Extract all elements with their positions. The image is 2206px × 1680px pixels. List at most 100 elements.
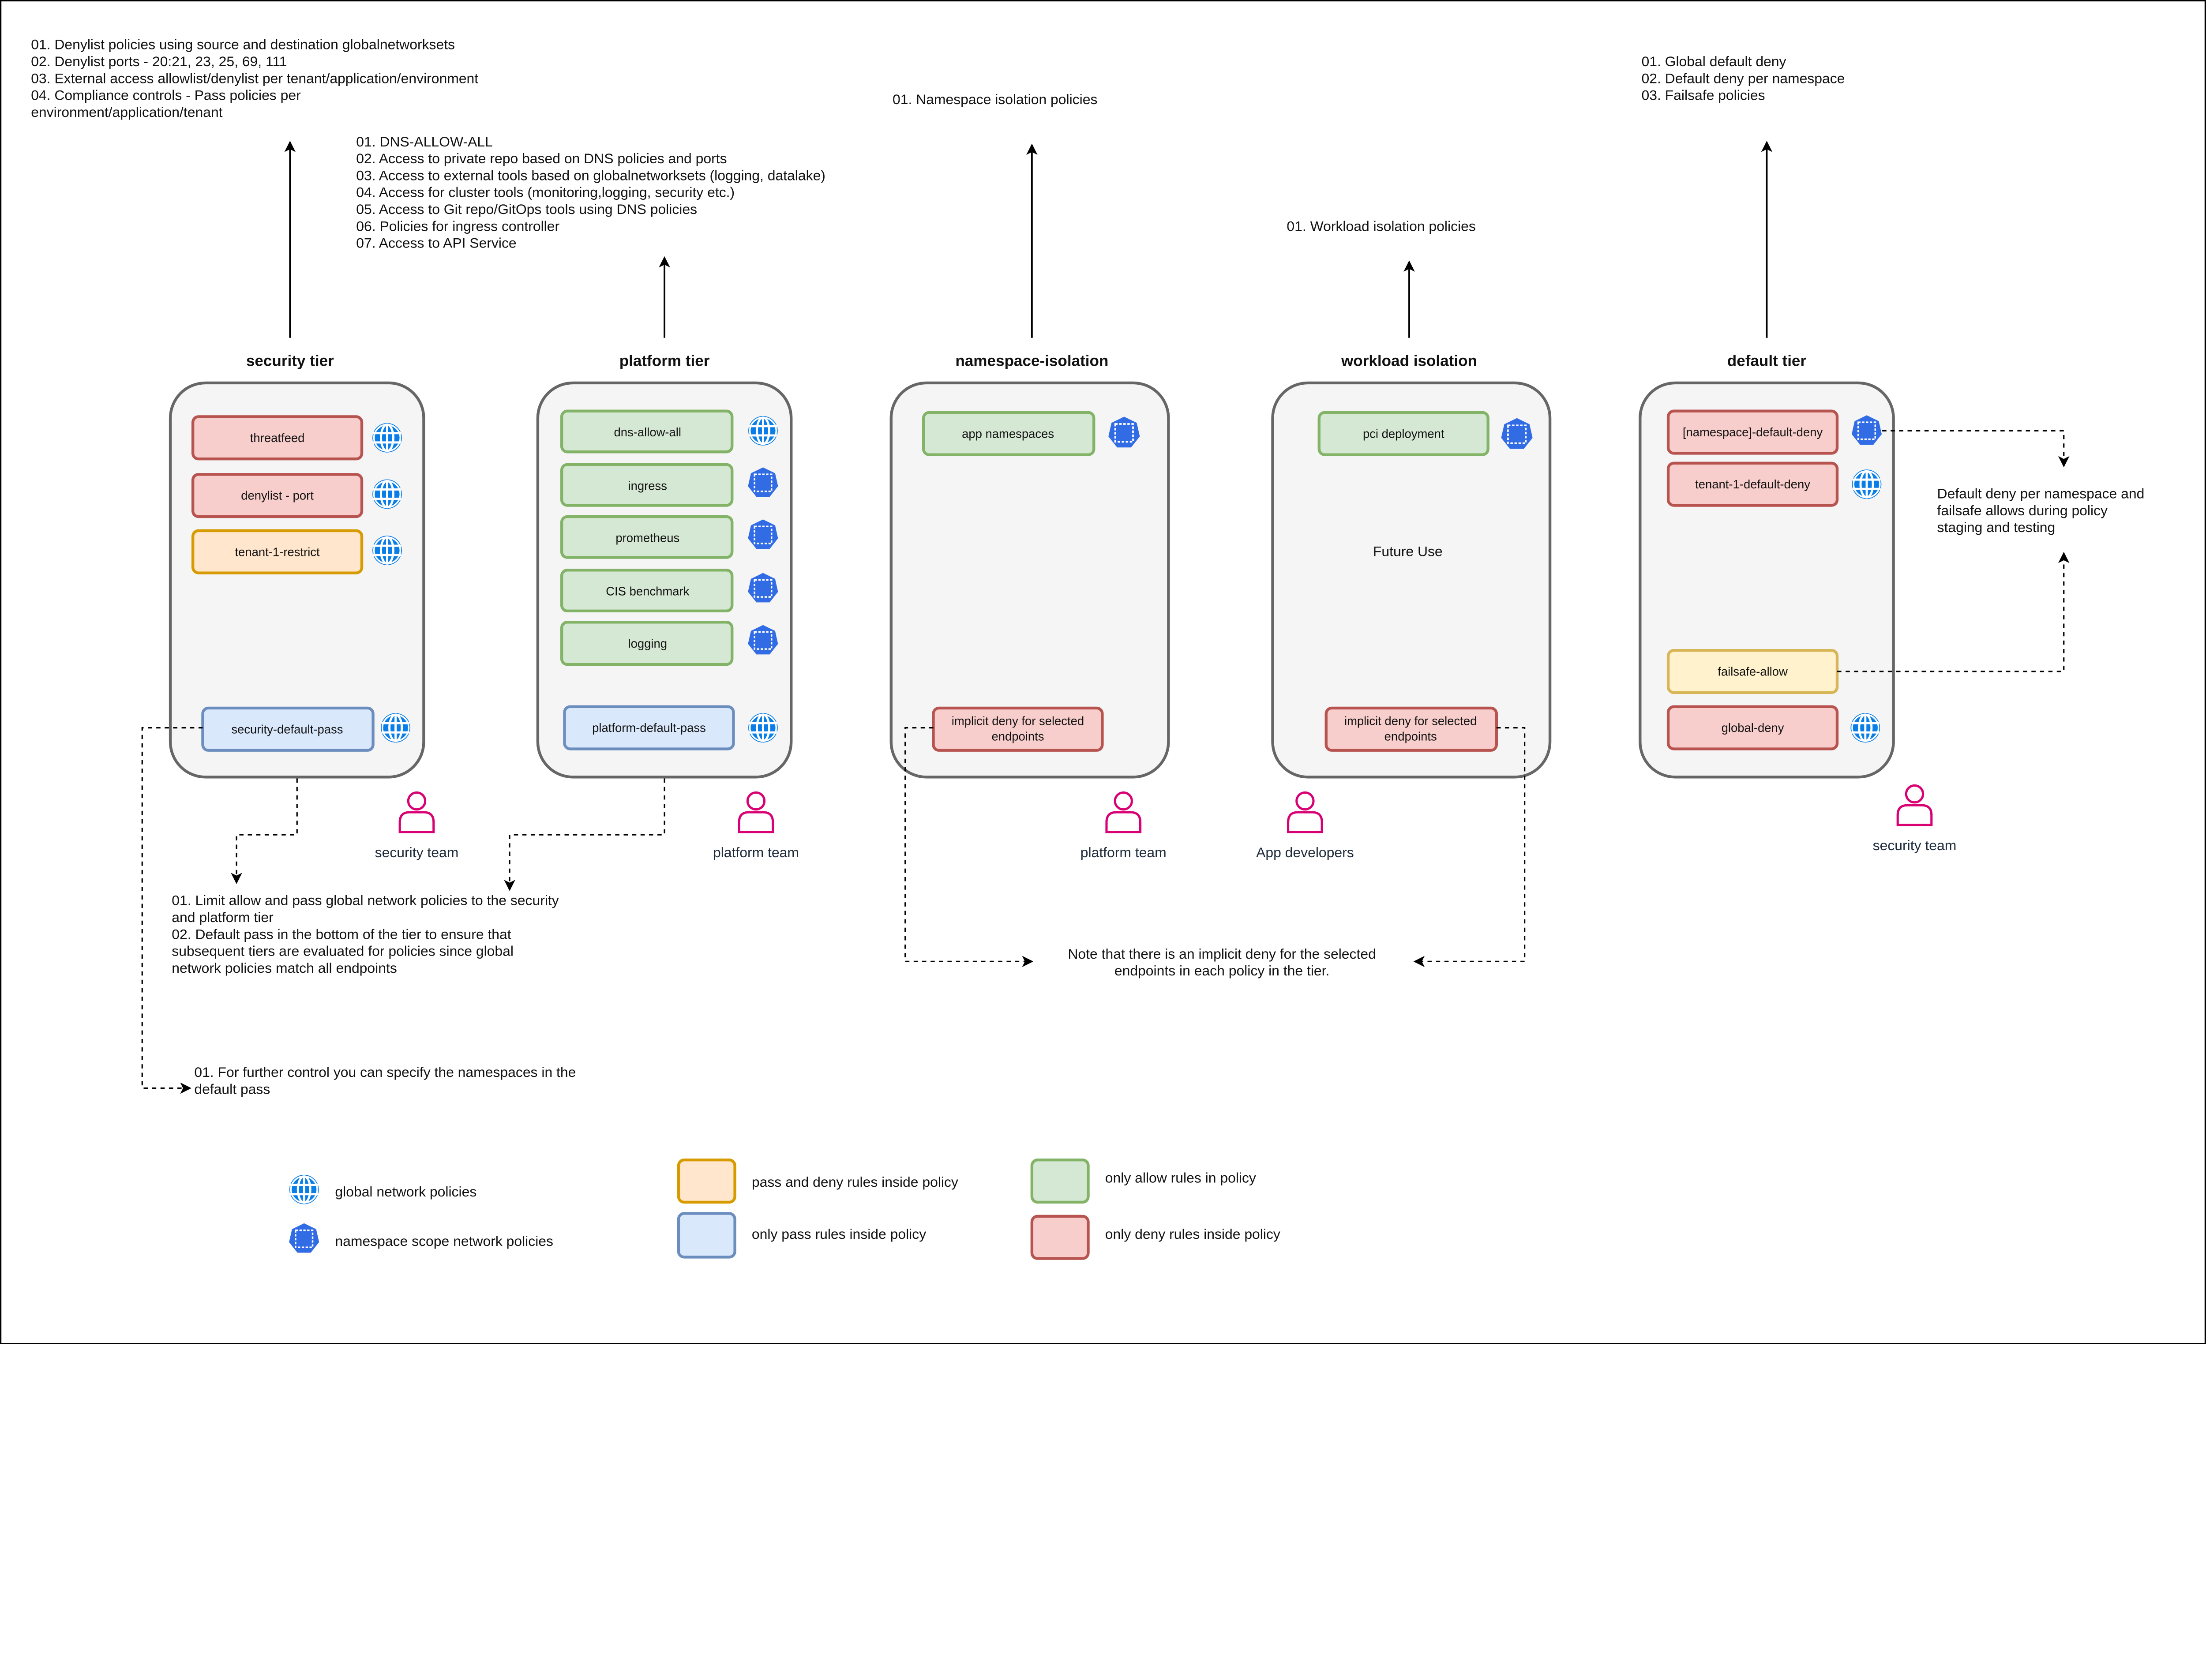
policy-global-deny[interactable]: global-deny bbox=[1666, 705, 1839, 750]
policy-dns-allow-all[interactable]: dns-allow-all bbox=[560, 409, 734, 454]
svg-text:prometheus: prometheus bbox=[615, 531, 679, 544]
legend-swatch bbox=[677, 1212, 736, 1259]
default-tier: default tier [namespace]-default-deny te… bbox=[1639, 352, 1895, 779]
note-line: 03. External access allowlist/denylist p… bbox=[31, 70, 478, 86]
svg-text:threatfeed: threatfeed bbox=[250, 431, 305, 445]
dashed-connector bbox=[1413, 727, 1526, 968]
legend-label: namespace scope network policies bbox=[335, 1233, 553, 1249]
note-line: failsafe allows during policy bbox=[1937, 502, 2108, 518]
security-tier-notes: 01. Denylist policies using source and d… bbox=[31, 37, 478, 120]
svg-text:02. Default pass in the bottom: 02. Default pass in the bottom of the ti… bbox=[172, 926, 511, 942]
policy-cis-benchmark[interactable]: CIS benchmark bbox=[560, 569, 734, 613]
dashed-connector bbox=[504, 778, 665, 891]
svg-text:app namespaces: app namespaces bbox=[962, 427, 1054, 440]
tier-title: namespace-isolation bbox=[955, 352, 1108, 370]
note-line: 06. Policies for ingress controller bbox=[356, 218, 559, 234]
note-line: 03. Failsafe policies bbox=[1641, 87, 1765, 103]
note-line: 07. Access to API Service bbox=[356, 235, 516, 251]
policy-app-namespaces[interactable]: app namespaces bbox=[922, 411, 1095, 456]
svg-text:security-default-pass: security-default-pass bbox=[231, 722, 343, 736]
policy-platform-default-pass[interactable]: platform-default-pass bbox=[563, 705, 735, 750]
future-use-label: Future Use bbox=[1373, 543, 1443, 559]
team-label: security team bbox=[1873, 837, 1957, 853]
policy-ingress[interactable]: ingress bbox=[560, 463, 734, 507]
note-line: 05. Access to Git repo/GitOps tools usin… bbox=[356, 201, 697, 217]
globe-icon bbox=[372, 480, 402, 509]
globe-icon bbox=[748, 416, 778, 446]
globe-icon bbox=[289, 1175, 319, 1204]
globe-icon bbox=[381, 713, 410, 742]
legend-label: pass and deny rules inside policy bbox=[752, 1174, 958, 1190]
workload-isolation-tier: workload isolation pci deployment Future… bbox=[1271, 352, 1552, 779]
note-line: 01. Denylist policies using source and d… bbox=[31, 37, 455, 52]
tier-title: default tier bbox=[1727, 352, 1807, 370]
svg-text:network policies match all end: network policies match all endpoints bbox=[172, 960, 397, 976]
svg-text:CIS benchmark: CIS benchmark bbox=[606, 585, 689, 598]
policy-namespace-default-deny[interactable]: [namespace]-default-deny bbox=[1666, 409, 1839, 455]
policy-tenant-1-default-deny[interactable]: tenant-1-default-deny bbox=[1666, 461, 1839, 507]
svg-text:failsafe-allow: failsafe-allow bbox=[1718, 665, 1788, 679]
note-line: staging and testing bbox=[1937, 519, 2056, 535]
team-label: platform team bbox=[1080, 844, 1167, 860]
svg-text:logging: logging bbox=[628, 637, 668, 650]
svg-text:endpoints in each policy in th: endpoints in each policy in the tier. bbox=[1114, 963, 1330, 979]
svg-text:platform-default-pass: platform-default-pass bbox=[592, 721, 706, 735]
legend-swatch bbox=[1030, 1159, 1090, 1204]
legend: global network policies namespace scope … bbox=[289, 1159, 1280, 1260]
namespace-isolation-notes: 01. Namespace isolation policies bbox=[893, 91, 1097, 107]
policy-failsafe-allow[interactable]: failsafe-allow bbox=[1666, 649, 1839, 694]
team-label: security team bbox=[375, 844, 459, 860]
note-line: 02. Access to private repo based on DNS … bbox=[356, 150, 727, 166]
tier-container bbox=[1271, 381, 1552, 779]
svg-text:implicit deny for selected: implicit deny for selected bbox=[952, 714, 1084, 728]
default-tier-notes: 01. Global default deny 02. Default deny… bbox=[1641, 53, 1845, 103]
note-line: Default deny per namespace and bbox=[1937, 486, 2145, 502]
policy-threatfeed[interactable]: threatfeed bbox=[191, 415, 364, 461]
pass-note: 01. Limit allow and pass global network … bbox=[172, 892, 559, 976]
svg-text:denylist - port: denylist - port bbox=[241, 489, 314, 502]
diagram-canvas: 01. Denylist policies using source and d… bbox=[0, 0, 2206, 1345]
security-tier: security tier threatfeed denylist - port… bbox=[169, 352, 425, 779]
svg-text:default pass: default pass bbox=[194, 1081, 270, 1097]
platform-tier-notes: 01. DNS-ALLOW-ALL 02. Access to private … bbox=[356, 134, 825, 251]
dashed-connector bbox=[231, 778, 298, 884]
tier-title: security tier bbox=[246, 352, 334, 370]
policy-prometheus[interactable]: prometheus bbox=[560, 515, 734, 559]
svg-text:endpoints: endpoints bbox=[1384, 729, 1437, 743]
svg-text:tenant-1-default-deny: tenant-1-default-deny bbox=[1695, 477, 1810, 491]
further-control-note: 01. For further control you can specify … bbox=[194, 1064, 576, 1097]
legend-label: only pass rules inside policy bbox=[752, 1226, 926, 1242]
workload-isolation-notes: 01. Workload isolation policies bbox=[1287, 218, 1475, 234]
team-label: App developers bbox=[1256, 844, 1354, 860]
implicit-deny-note: Note that there is an implicit deny for … bbox=[1068, 946, 1376, 979]
default-side-note: Default deny per namespace and failsafe … bbox=[1937, 486, 2145, 536]
globe-icon bbox=[372, 423, 402, 453]
globe-icon bbox=[748, 713, 778, 742]
svg-text:subsequent tiers are evaluated: subsequent tiers are evaluated for polic… bbox=[172, 943, 514, 959]
note-line: 03. Access to external tools based on gl… bbox=[356, 167, 825, 183]
legend-label: only allow rules in policy bbox=[1105, 1170, 1256, 1185]
policy-denylist-port[interactable]: denylist - port bbox=[191, 473, 364, 518]
svg-text:endpoints: endpoints bbox=[991, 729, 1044, 743]
legend-label: global network policies bbox=[335, 1184, 476, 1200]
policy-pci-deployment[interactable]: pci deployment bbox=[1317, 411, 1489, 456]
svg-text:tenant-1-restrict: tenant-1-restrict bbox=[235, 545, 320, 559]
policy-logging[interactable]: logging bbox=[560, 621, 734, 666]
globe-icon bbox=[1850, 713, 1880, 742]
svg-text:pci deployment: pci deployment bbox=[1363, 427, 1444, 440]
dashed-connector bbox=[141, 727, 203, 1094]
note-line: 01. Global default deny bbox=[1641, 53, 1786, 69]
dashed-connector bbox=[1882, 430, 2070, 468]
dashed-connector bbox=[1837, 551, 2070, 672]
svg-text:01. Limit allow and pass globa: 01. Limit allow and pass global network … bbox=[172, 892, 559, 908]
legend-swatch bbox=[1030, 1215, 1090, 1260]
team-label: platform team bbox=[713, 844, 799, 860]
svg-text:Note that there is an implicit: Note that there is an implicit deny for … bbox=[1068, 946, 1376, 962]
policy-tenant-1-restrict[interactable]: tenant-1-restrict bbox=[191, 529, 364, 574]
globe-icon bbox=[372, 536, 402, 565]
policy-security-default-pass[interactable]: security-default-pass bbox=[201, 706, 375, 752]
namespace-isolation-tier: namespace-isolation app namespaces impli… bbox=[889, 352, 1170, 779]
globe-icon bbox=[1852, 469, 1882, 499]
